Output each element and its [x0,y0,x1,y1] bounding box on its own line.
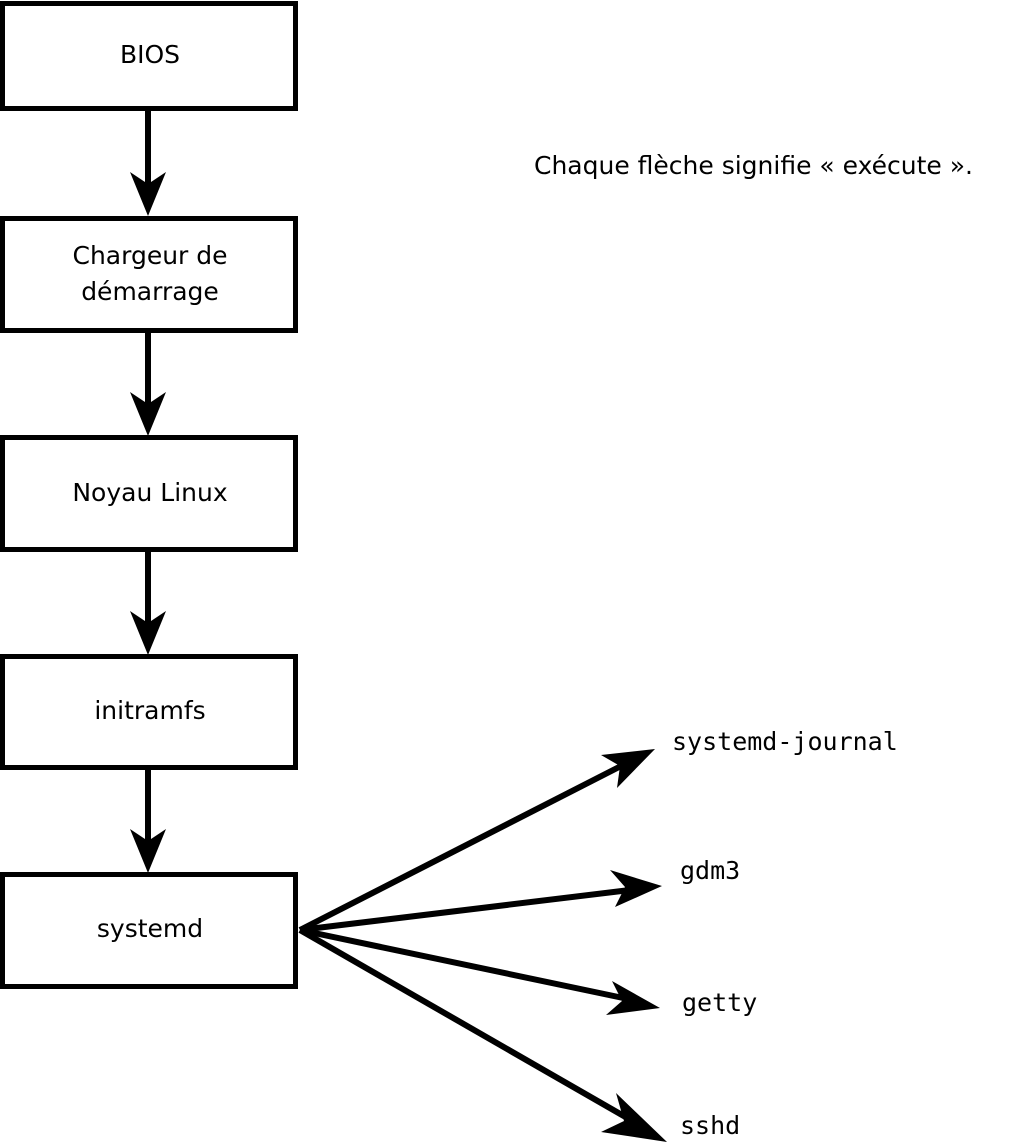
node-bootloader[interactable]: Chargeur de démarrage [0,216,298,333]
arrowhead-icon [601,749,655,788]
node-bootloader-rect [0,216,298,333]
node-bootloader-label-line1: Chargeur de [72,241,227,270]
process-label-systemd-journal: systemd-journal [672,727,898,756]
arrowhead-icon [130,172,166,216]
node-bios-label: BIOS [120,40,180,69]
edge-systemd-to-systemd-journal [298,749,655,933]
diagram-caption: Chaque flèche signifie « exécute ». [534,151,973,180]
edge-systemd-to-getty [299,927,660,1015]
node-systemd[interactable]: systemd [0,872,298,989]
arrowhead-icon [130,611,166,655]
node-initramfs-rect [0,654,298,770]
edge-line [299,887,631,933]
edge-kernel-to-initramfs [130,549,166,655]
arrowhead-icon [130,392,166,436]
arrowhead-icon [610,870,662,907]
process-label-sshd: sshd [680,1111,740,1140]
process-label-gdm3: gdm3 [680,856,740,885]
node-bios[interactable]: BIOS [0,1,298,111]
edge-bootloader-to-kernel [130,330,166,436]
edge-bios-to-bootloader [130,108,166,216]
node-kernel-label: Noyau Linux [72,478,227,507]
node-kernel[interactable]: Noyau Linux [0,435,298,552]
node-bios-rect [0,1,298,111]
edge-systemd-to-sshd [298,927,667,1142]
edge-line [299,927,629,1002]
node-initramfs-label: initramfs [94,696,205,725]
arrowhead-icon [606,981,660,1015]
node-initramfs[interactable]: initramfs [0,654,298,770]
edge-line [298,927,631,1122]
node-bootloader-label-line2: démarrage [81,277,219,306]
arrowhead-icon [601,1093,667,1142]
node-systemd-label: systemd [97,914,203,943]
edge-line [298,762,625,933]
edge-systemd-to-gdm3 [299,870,662,933]
edge-initramfs-to-systemd [130,767,166,873]
process-label-getty: getty [682,988,757,1017]
node-kernel-rect [0,435,298,552]
arrowhead-icon [130,829,166,873]
node-systemd-rect [0,872,298,989]
